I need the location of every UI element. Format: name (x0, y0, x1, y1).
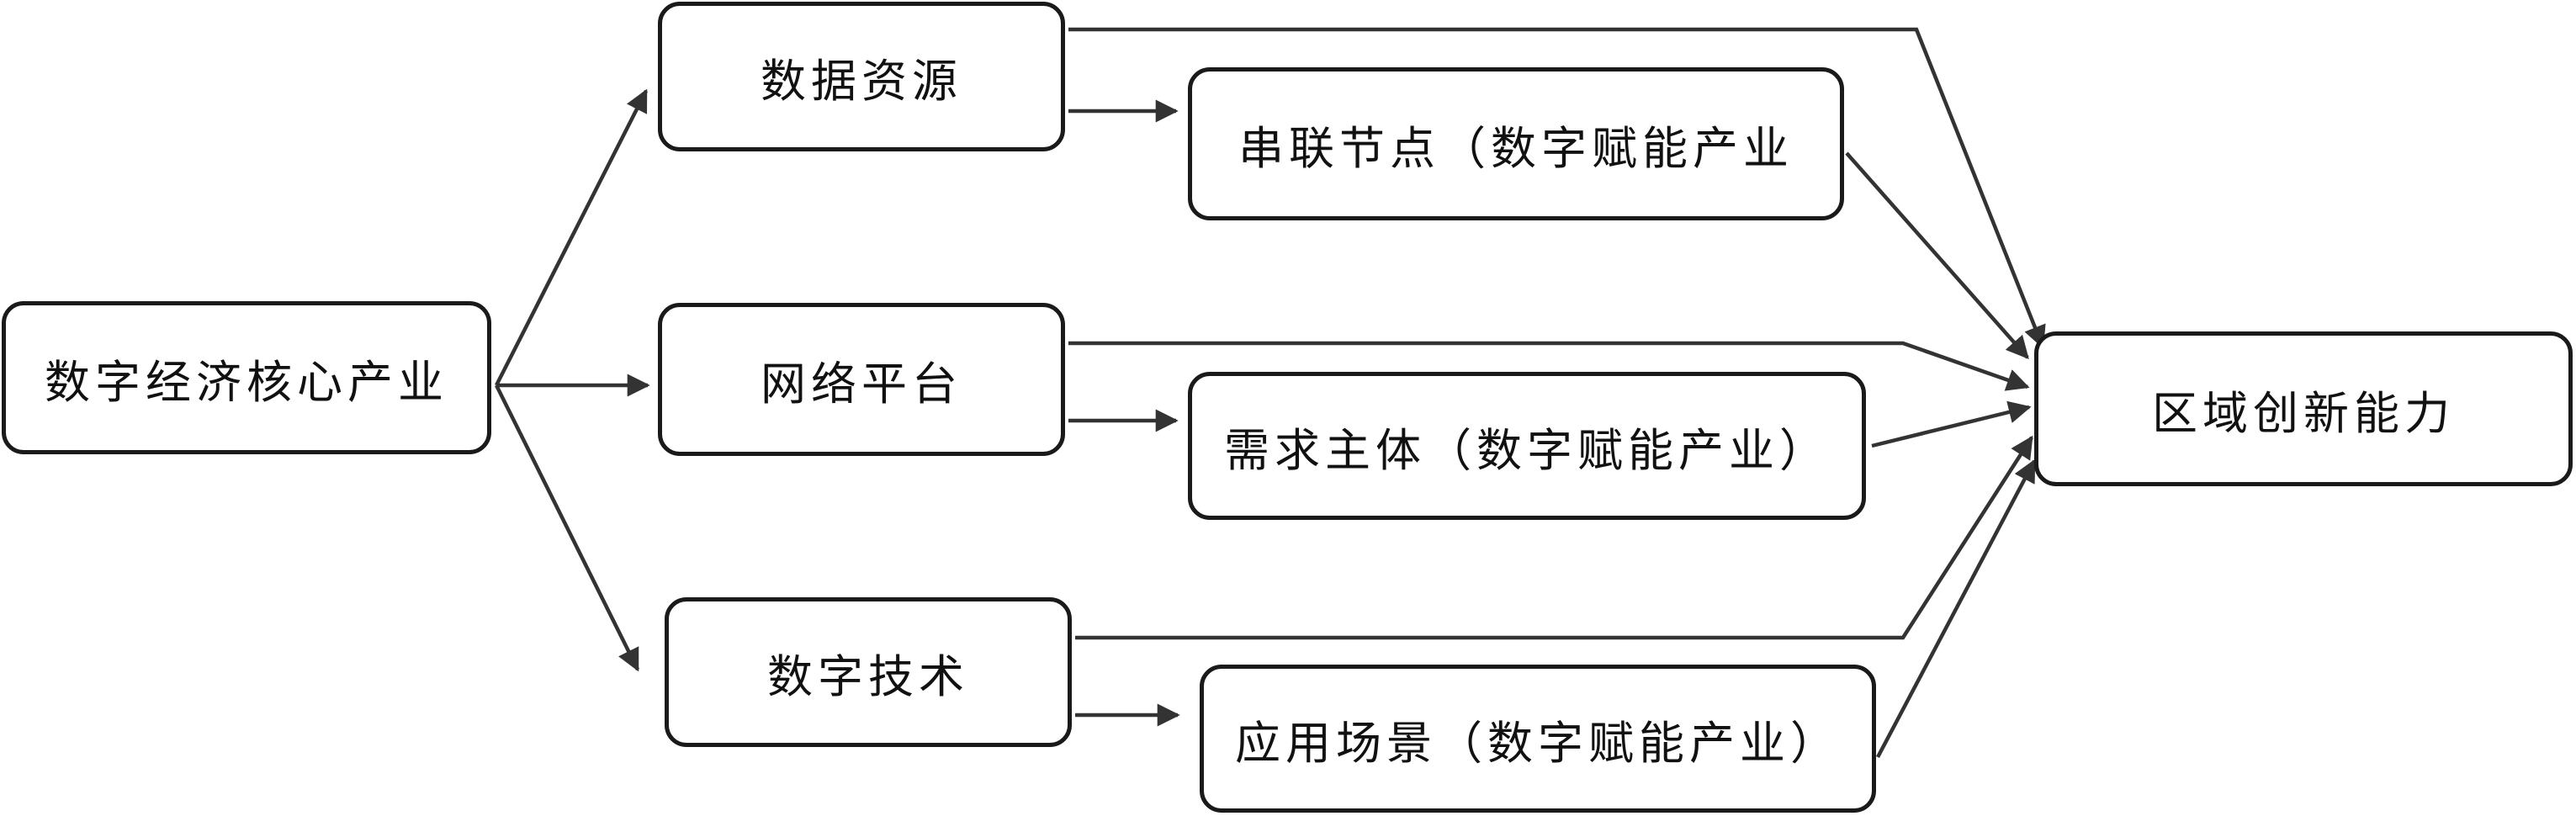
node-digital-technology: 数字技术 (665, 597, 1072, 747)
edge-core-to-tech (494, 384, 640, 672)
edge-core-to-data (494, 88, 649, 387)
node-serial-nodes-label: 串联节点（数字赋能产业 (1238, 121, 1794, 175)
node-regional-innovation-label: 区域创新能力 (2152, 386, 2455, 440)
edge-scene-to-innovation (1876, 458, 2036, 759)
node-application-scene: 应用场景（数字赋能产业） (1200, 665, 1876, 813)
node-application-scene-label: 应用场景（数字赋能产业） (1235, 716, 1841, 770)
node-digital-technology-label: 数字技术 (767, 649, 969, 703)
node-demand-subject: 需求主体（数字赋能产业） (1188, 372, 1866, 520)
edge-data-to-innovation (1068, 27, 2046, 349)
node-core-industry-label: 数字经济核心产业 (45, 355, 448, 409)
node-data-resources-label: 数据资源 (761, 54, 962, 108)
node-network-platform-label: 网络平台 (761, 357, 962, 411)
edge-tech-to-innovation (1075, 435, 2033, 640)
node-regional-innovation: 区域创新能力 (2034, 331, 2573, 486)
edge-network-to-innovation (1068, 341, 2030, 391)
node-serial-nodes: 串联节点（数字赋能产业 (1188, 67, 1844, 220)
node-core-industry: 数字经济核心产业 (2, 301, 491, 454)
node-demand-subject-label: 需求主体（数字赋能产业） (1224, 423, 1830, 477)
edge-serial-to-innovation (1845, 151, 2029, 360)
edge-demand-to-innovation (1871, 400, 2032, 448)
node-network-platform: 网络平台 (658, 303, 1065, 456)
node-data-resources: 数据资源 (658, 2, 1065, 151)
